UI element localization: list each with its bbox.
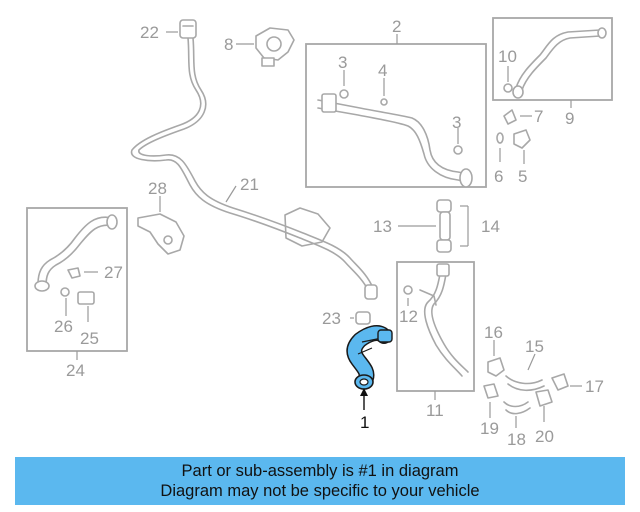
banner-line-1: Part or sub-assembly is #1 in diagram: [181, 462, 459, 480]
callout-9: 9: [565, 109, 574, 128]
callout-23: 23: [322, 309, 341, 328]
part-21-coolant-pipe: [130, 37, 378, 300]
callout-12: 12: [399, 307, 418, 326]
part-22-connector: [179, 19, 197, 39]
callout-28: 28: [148, 179, 167, 198]
callout-16: 16: [484, 323, 503, 342]
callout-1: 1: [360, 413, 369, 432]
callout-8: 8: [224, 35, 233, 54]
part-10-pipe: [503, 27, 607, 99]
parts-15-20-cluster: [483, 357, 569, 415]
callout-19: 19: [480, 419, 499, 438]
group-box-9: [492, 17, 613, 101]
callout-11: 11: [426, 401, 444, 420]
callout-20: 20: [535, 427, 554, 446]
parts-5-6-7-fittings: [496, 109, 531, 149]
callout-26: 26: [54, 317, 73, 336]
callout-15: 15: [525, 337, 544, 356]
parts-13-14-connector: [436, 199, 452, 253]
callout-13: 13: [373, 217, 392, 236]
part-2-pipe: [317, 89, 473, 188]
callout-18: 18: [507, 430, 526, 449]
callout-labels: 1 2 3 3 4 5 6 7 8 9 10 11 12 13 14 15 16…: [54, 17, 604, 449]
callout-6: 6: [494, 167, 503, 186]
part-8-housing: [255, 27, 295, 67]
part-28-hose: [137, 213, 185, 255]
part-1-hose-highlighted: [346, 325, 393, 390]
callout-24: 24: [66, 361, 85, 380]
callout-25: 25: [80, 329, 99, 348]
callout-10: 10: [498, 47, 517, 66]
callout-27: 27: [104, 263, 123, 282]
banner-line-2: Diagram may not be specific to your vehi…: [160, 482, 480, 500]
info-banner: Part or sub-assembly is #1 in diagram Di…: [15, 457, 625, 505]
callout-2: 2: [392, 17, 401, 36]
callout-7: 7: [534, 107, 543, 126]
part-11-pipe: [403, 263, 469, 377]
part-23-fitting: [355, 311, 371, 325]
callout-4: 4: [378, 61, 387, 80]
callout-14: 14: [481, 217, 500, 236]
callout-17: 17: [585, 377, 604, 396]
leader-lines: [65, 31, 582, 428]
box-24-contents: [34, 214, 118, 305]
callout-3b: 3: [452, 113, 461, 132]
callout-3a: 3: [338, 53, 347, 72]
group-box-2: [305, 43, 487, 188]
callout-22: 22: [140, 23, 159, 42]
callout-5: 5: [518, 167, 527, 186]
callout-21: 21: [240, 175, 259, 194]
